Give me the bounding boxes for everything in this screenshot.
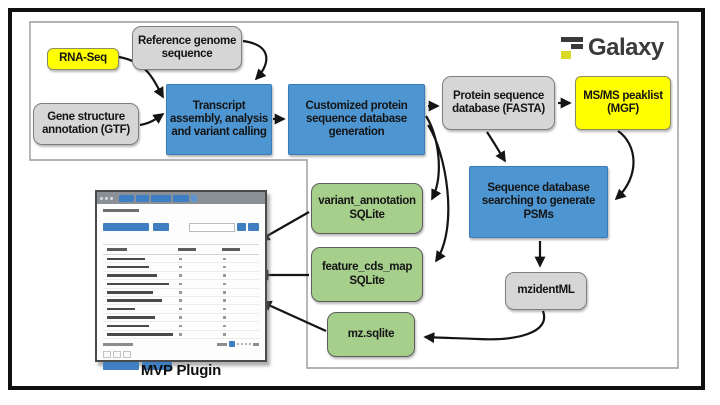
mvp-rowsel-box: [103, 350, 111, 358]
mvp-table-row: [103, 297, 259, 306]
mvp-filter-button: [153, 223, 170, 231]
node-mzidentml: mzidentML: [505, 272, 587, 310]
node-mz-sqlite: mz.sqlite: [327, 312, 415, 357]
mvp-pagination-row: [103, 339, 259, 350]
mvp-titlebar-button: [151, 194, 171, 202]
galaxy-icon-bar-middle: [571, 44, 583, 49]
mvp-controls-row: [103, 218, 259, 236]
node-sequence-db-searching: Sequence database searching to generate …: [469, 166, 608, 238]
galaxy-logo-text: Galaxy: [588, 34, 664, 61]
node-gene-structure-annotation-label: Gene structure annotation (GTF): [42, 110, 130, 136]
mvp-table-row: [103, 289, 259, 297]
mvp-table-row: [103, 314, 259, 323]
mvp-page-dot: [237, 343, 239, 346]
galaxy-logo-icon: [561, 36, 583, 60]
mvp-action-button: [142, 361, 172, 370]
node-customized-protein-db-label: Customized protein sequence database gen…: [305, 99, 408, 139]
mvp-table-row: [103, 255, 259, 264]
node-protein-sequence-db: Protein sequence database (FASTA): [442, 76, 555, 130]
mvp-body: [97, 204, 265, 370]
node-protein-sequence-db-label: Protein sequence database (FASTA): [452, 89, 545, 115]
mvp-section-title-bar: [103, 209, 139, 212]
mvp-titlebar-button: [191, 194, 197, 202]
mvp-rowsel-box: [123, 350, 131, 358]
mvp-table-row: [103, 280, 259, 289]
node-variant-annotation-sqlite: variant_annotation SQLite: [311, 183, 423, 234]
node-feature-cds-map-sqlite-label: feature_cds_map SQLite: [321, 261, 413, 287]
node-msms-peaklist: MS/MS peaklist (MGF): [575, 76, 671, 130]
galaxy-icon-yellow-square: [561, 51, 571, 59]
outer-frame: [8, 8, 705, 390]
node-gene-structure-annotation: Gene structure annotation (GTF): [33, 103, 139, 145]
mvp-table-row: [103, 272, 259, 281]
mvp-search-button: [237, 223, 246, 231]
node-transcript-assembly: Transcript assembly, analysis and varian…: [166, 84, 272, 155]
mvp-titlebar-dot: [105, 196, 108, 200]
node-reference-genome: Reference genome sequence: [132, 26, 242, 70]
node-rna-seq: RNA-Seq: [47, 48, 119, 70]
mvp-table-header: [103, 244, 259, 255]
galaxy-logo: Galaxy: [561, 34, 664, 62]
mvp-table-row: [103, 322, 259, 331]
mvp-next-bar: [253, 343, 259, 346]
mvp-action-buttons: [103, 361, 259, 370]
mvp-search-input: [189, 222, 235, 232]
node-mzidentml-label: mzidentML: [517, 284, 575, 297]
node-transcript-assembly-label: Transcript assembly, analysis and varian…: [170, 99, 268, 139]
mvp-rows-per-page: [103, 350, 259, 359]
galaxy-icon-bar-top: [561, 37, 583, 42]
mvp-titlebar-button: [173, 194, 189, 202]
node-customized-protein-db: Customized protein sequence database gen…: [288, 84, 425, 155]
mvp-titlebar-dot: [100, 196, 103, 200]
mvp-table-row: [103, 305, 259, 314]
mvp-plugin-caption: MVP Plugin: [140, 362, 222, 379]
mvp-entries-text-bar: [103, 343, 133, 346]
node-variant-annotation-sqlite-label: variant_annotation SQLite: [318, 195, 416, 221]
mvp-titlebar-button: [136, 194, 149, 202]
mvp-col-protein-count: [221, 248, 240, 251]
node-rna-seq-label: RNA-Seq: [59, 52, 107, 65]
mvp-pagination: [217, 341, 259, 348]
mvp-table-row: [103, 331, 259, 339]
node-reference-genome-label: Reference genome sequence: [137, 34, 237, 60]
mvp-filter-buttons: [103, 223, 149, 231]
mvp-prev-bar: [217, 343, 227, 346]
mvp-plugin-screenshot: [95, 190, 267, 370]
mvp-table-row: [103, 263, 259, 272]
mvp-page-1-button: [229, 341, 235, 348]
mvp-table-body: [103, 255, 259, 339]
mvp-titlebar-button: [119, 194, 134, 202]
node-feature-cds-map-sqlite: feature_cds_map SQLite: [311, 247, 423, 302]
mvp-col-sequence: [107, 248, 127, 251]
mvp-action-button: [103, 361, 139, 370]
mvp-col-peptide-count: [177, 248, 196, 251]
mvp-page-dot: [241, 343, 243, 346]
node-sequence-db-searching-label: Sequence database searching to generate …: [481, 182, 596, 221]
mvp-titlebar: [97, 192, 265, 204]
mvp-page-dot: [249, 343, 251, 346]
mvp-search-button: [248, 223, 259, 231]
mvp-page-dot: [245, 343, 247, 346]
node-msms-peaklist-label: MS/MS peaklist (MGF): [583, 89, 663, 115]
mvp-titlebar-dot: [110, 196, 113, 200]
node-mz-sqlite-label: mz.sqlite: [347, 327, 395, 340]
mvp-table: [103, 244, 259, 370]
mvp-rowsel-box: [113, 350, 121, 358]
